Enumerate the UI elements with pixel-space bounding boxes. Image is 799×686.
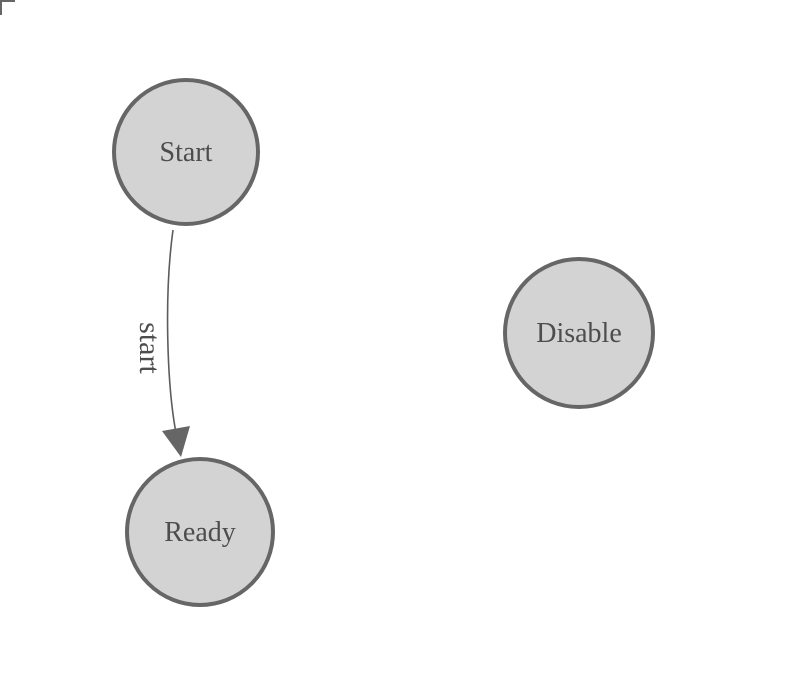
arrowhead-icon xyxy=(162,426,190,457)
state-label-ready: Ready xyxy=(164,517,236,548)
state-circle-disable[interactable] xyxy=(503,257,655,409)
transition-edge-start-to-ready[interactable]: start xyxy=(133,229,190,457)
state-node-disable[interactable]: Disable xyxy=(503,257,655,409)
transition-label: start xyxy=(133,322,166,374)
state-label-disable: Disable xyxy=(536,318,622,349)
state-node-start[interactable]: Start xyxy=(112,78,260,226)
state-node-ready[interactable]: Ready xyxy=(125,457,275,607)
state-label-start: Start xyxy=(160,137,213,168)
state-circle-ready[interactable] xyxy=(125,457,275,607)
state-circle-start[interactable] xyxy=(112,78,260,226)
transition-curve[interactable] xyxy=(166,229,177,434)
canvas-corner-mark-icon xyxy=(0,0,15,15)
